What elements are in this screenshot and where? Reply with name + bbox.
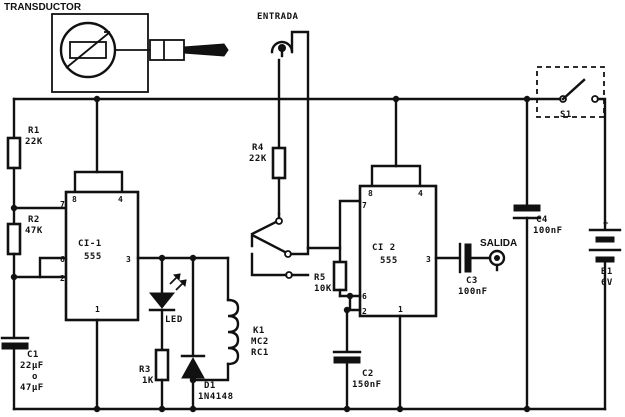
c1-value-or: o <box>32 372 38 382</box>
ci1-package <box>64 190 140 322</box>
k1-relay-coil <box>226 298 240 366</box>
r1-resistor <box>6 136 22 170</box>
c3-name: C3 <box>466 276 478 286</box>
k1-model-b: RC1 <box>251 348 269 358</box>
r4-value: 22K <box>249 154 267 164</box>
c1-value-a: 22µF <box>20 361 44 371</box>
c2-name: C2 <box>362 369 374 379</box>
battery-b1: + B1 6V <box>588 219 622 411</box>
k1-name: K1 <box>253 326 265 336</box>
entrada-label: ENTRADA <box>257 12 299 22</box>
r5-value: 10K <box>314 284 332 294</box>
transducer-label: TRANSDUCTOR <box>4 2 82 13</box>
ci2-pin7: 7 <box>362 201 367 210</box>
ci1-name: CI-1 <box>78 239 102 249</box>
d1-value: 1N4148 <box>198 392 234 402</box>
ci2-name: CI 2 <box>372 243 396 253</box>
ci2-package <box>358 184 438 318</box>
s1-enclosure <box>536 66 605 118</box>
d1-diode <box>181 356 205 379</box>
d1-name: D1 <box>204 381 216 391</box>
ci2-pin4: 4 <box>418 189 423 198</box>
r5-resistor <box>332 260 348 292</box>
led-label: LED <box>165 315 183 325</box>
ci1-timer-ic: 8 4 7 6 2 3 1 CI-1 555 <box>60 97 230 411</box>
ci1-pin1: 1 <box>95 305 100 314</box>
ci1-type: 555 <box>84 252 102 262</box>
s1-switch: S1 <box>536 66 607 230</box>
s1-lever <box>561 78 586 101</box>
c4-decoupling: C4 100nF <box>512 97 563 411</box>
transducer-plug-tip <box>183 43 229 57</box>
c2-value: 150nF <box>352 380 382 390</box>
c4-name: C4 <box>536 215 548 225</box>
ci1-pin2: 2 <box>60 274 65 283</box>
r3-value: 1K <box>142 376 154 386</box>
ci1-pin3: 3 <box>126 255 131 264</box>
s1-label: S1 <box>560 110 572 120</box>
left-timing-network: R1 22K R2 47K C1 22µF o 47µF <box>0 97 68 411</box>
battery-value: 6V <box>601 278 613 288</box>
r2-name: R2 <box>28 215 40 225</box>
transducer: TRANSDUCTOR <box>4 2 229 93</box>
r4-resistor <box>271 146 287 180</box>
ci2-timer-ic: 8 4 7 6 2 3 1 CI 2 555 R5 10K C2 150nF <box>314 97 438 411</box>
c4-value: 100nF <box>533 226 563 236</box>
transducer-housing <box>51 13 149 93</box>
r2-resistor <box>6 222 22 256</box>
ci2-pin2: 2 <box>362 307 367 316</box>
ci1-pin8: 8 <box>72 195 77 204</box>
r5-name: R5 <box>314 273 326 283</box>
r1-name: R1 <box>28 126 40 136</box>
ci1-pin4: 4 <box>118 195 123 204</box>
r3-resistor <box>154 348 170 382</box>
input-section: ENTRADA R4 22K <box>249 12 342 279</box>
battery-name: B1 <box>601 267 613 277</box>
r4-name: R4 <box>252 143 264 153</box>
battery-plus: + <box>603 219 609 229</box>
ci2-pin8: 8 <box>368 189 373 198</box>
c1-name: C1 <box>27 350 39 360</box>
led-indicator: LED R3 1K <box>139 256 187 411</box>
r2-value: 47K <box>25 226 43 236</box>
output-section: SALIDA C3 100nF <box>434 238 517 297</box>
r3-name: R3 <box>139 365 151 375</box>
c3-value: 100nF <box>458 287 488 297</box>
relay-driver: D1 1N4148 K1 MC2 RC1 <box>180 256 269 411</box>
ci2-pin6: 6 <box>362 292 367 301</box>
salida-label: SALIDA <box>480 238 517 249</box>
ci1-pin7: 7 <box>60 200 65 209</box>
transducer-plug-body <box>149 39 185 61</box>
k1-model-a: MC2 <box>251 337 269 347</box>
transducer-resistor-body <box>69 41 107 59</box>
k1-relay-contacts <box>250 212 310 279</box>
ci2-type: 555 <box>380 256 398 266</box>
c4-capacitor <box>513 204 541 212</box>
led-diode <box>148 292 176 309</box>
c1-value-b: 47µF <box>20 383 44 393</box>
r1-value: 22K <box>25 137 43 147</box>
ci2-pin3: 3 <box>426 255 431 264</box>
ci2-pin1: 1 <box>398 305 403 314</box>
ci1-pin6: 6 <box>60 255 65 264</box>
ground-rail <box>12 405 607 413</box>
